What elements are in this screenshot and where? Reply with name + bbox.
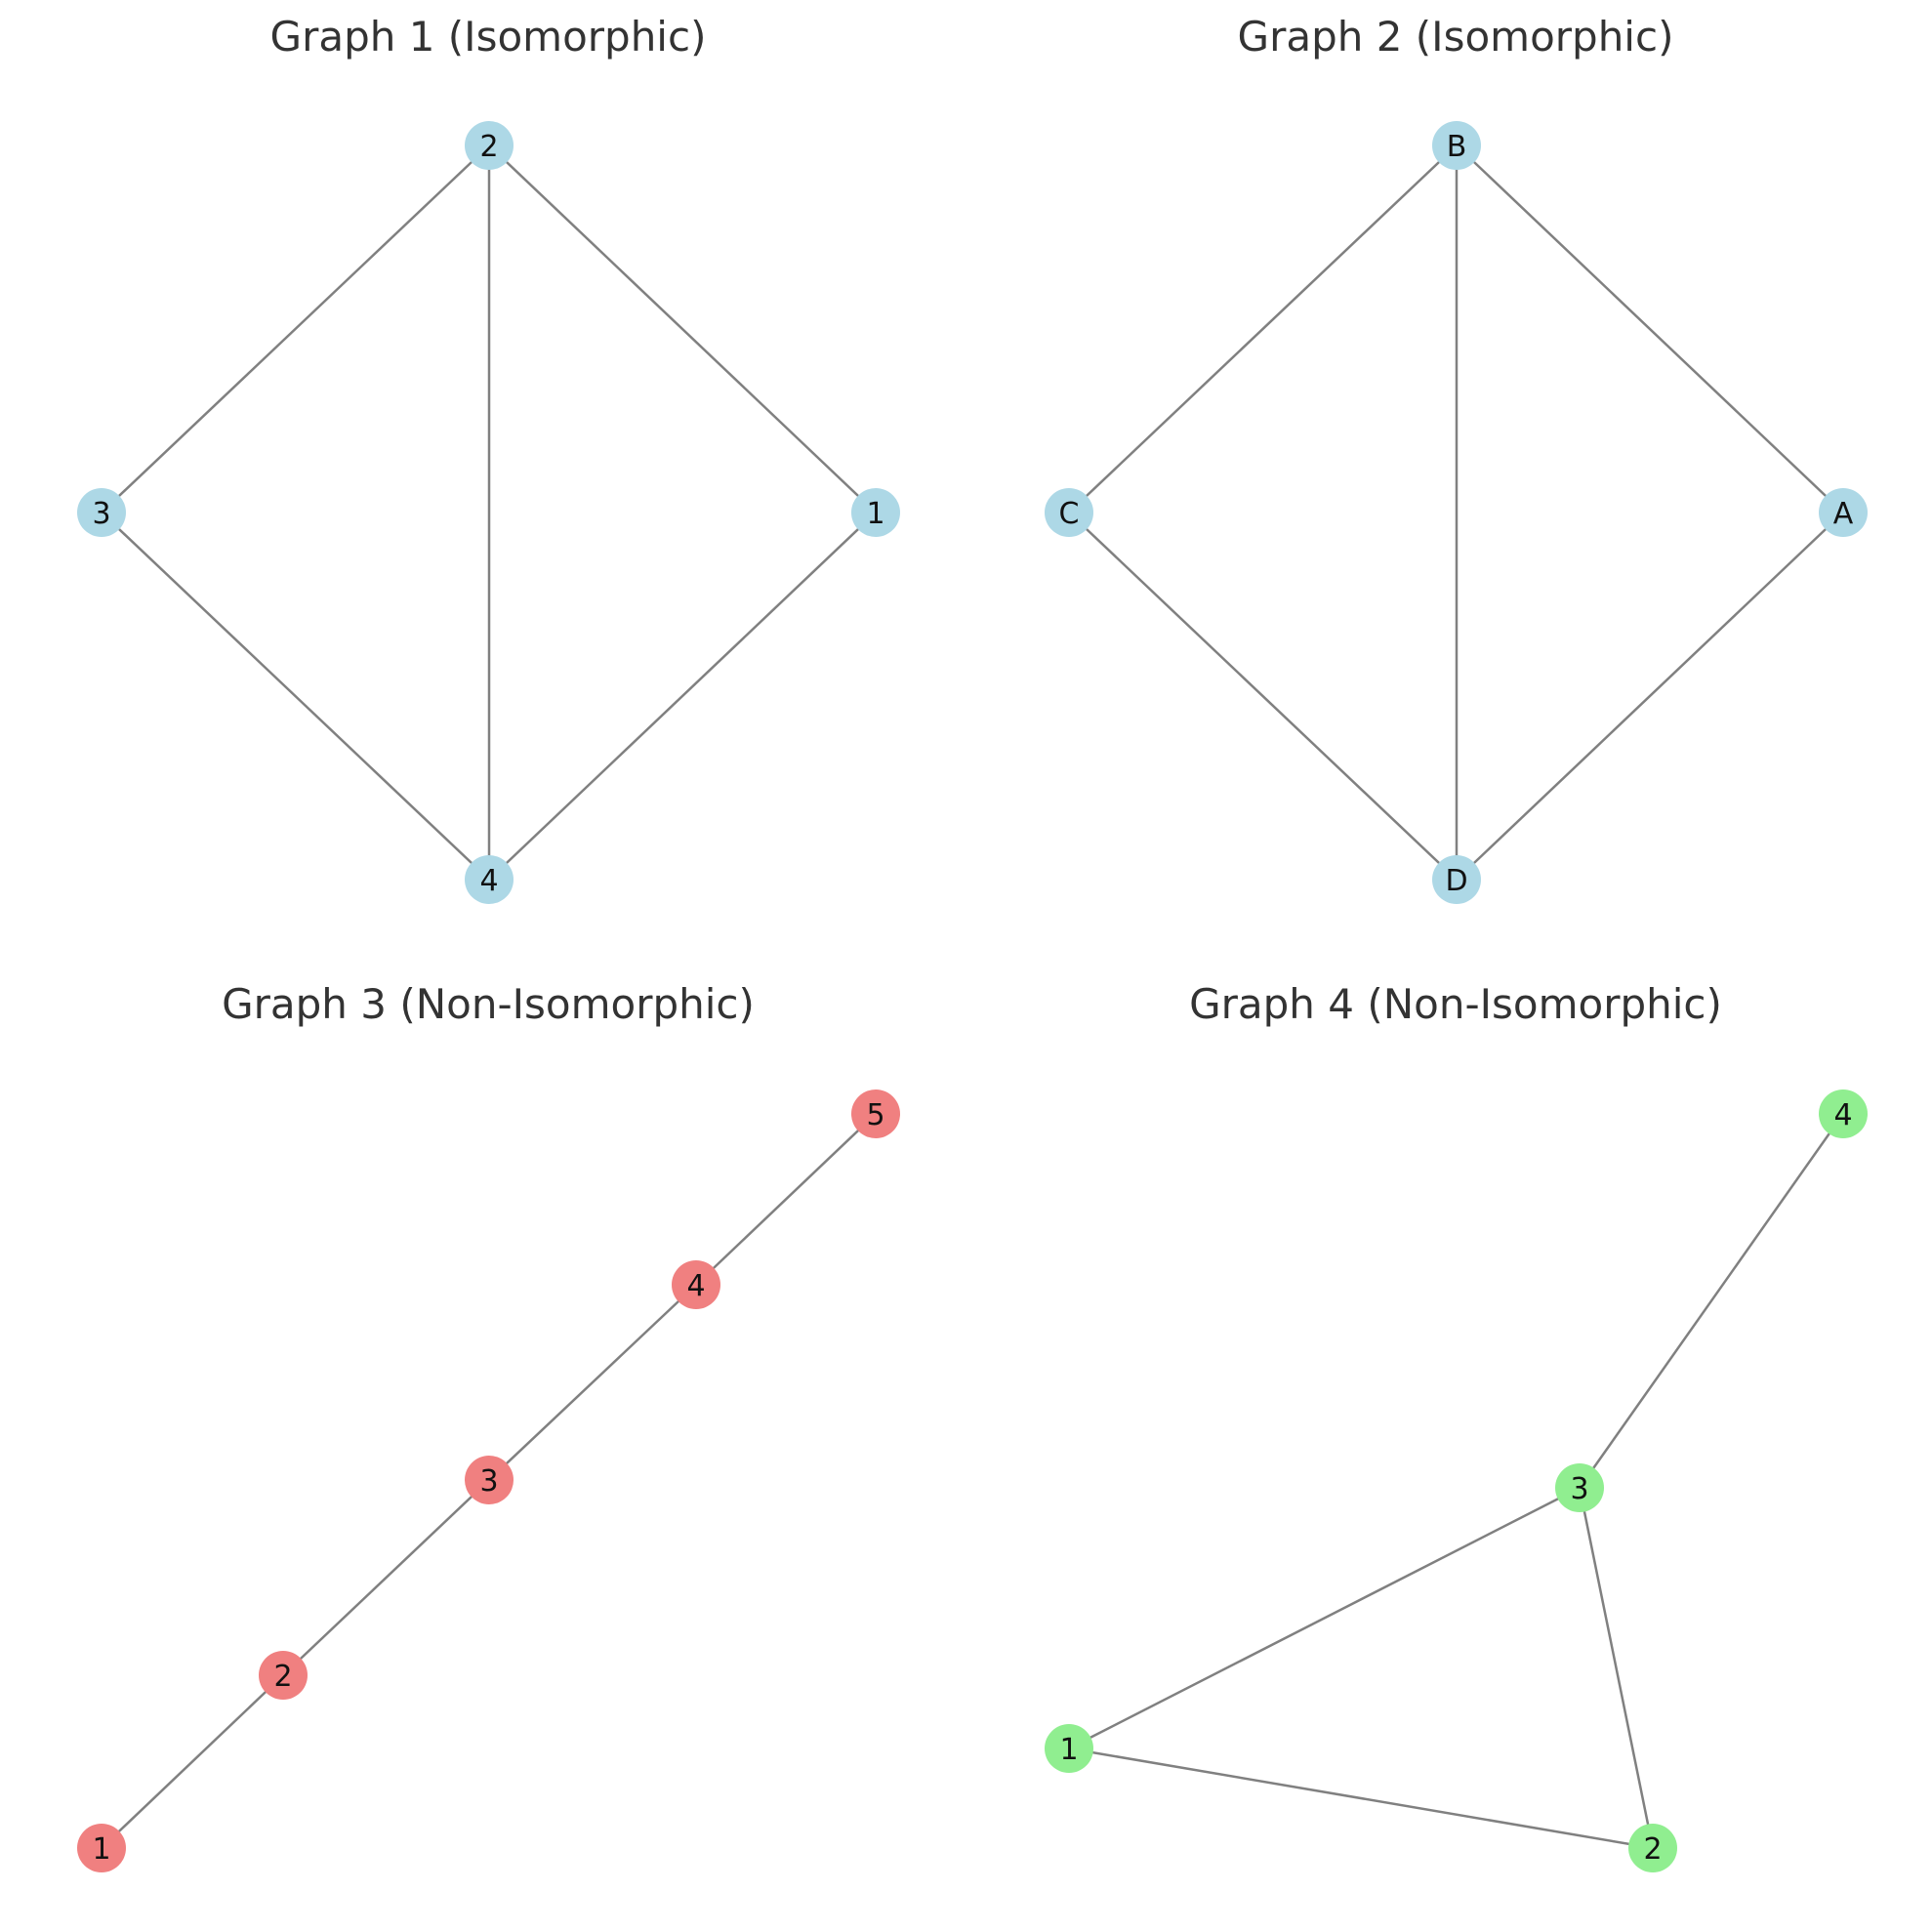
graph-3-edge-3-4 xyxy=(488,1284,697,1481)
graph-1-node-4 xyxy=(465,855,514,904)
graph-2-title: Graph 2 (Isomorphic) xyxy=(1238,13,1674,61)
graph-1: 1 2 3 4 xyxy=(77,121,900,904)
graph-1-node-3 xyxy=(77,488,126,537)
graph-3-node-1 xyxy=(77,1824,126,1872)
graph-1-edge-2-1 xyxy=(488,144,877,514)
graph-3-node-label-3: 3 xyxy=(479,1464,498,1499)
graph-4-node-label-4: 4 xyxy=(1833,1098,1852,1132)
graph-3-node-label-1: 1 xyxy=(92,1832,110,1867)
graph-3: 1 2 3 4 5 xyxy=(77,1089,900,1872)
graph-3-edge-2-3 xyxy=(282,1479,490,1676)
graph-4-node-2 xyxy=(1628,1824,1677,1872)
graph-1-node-label-2: 2 xyxy=(479,130,498,164)
graph-4-node-1 xyxy=(1045,1724,1093,1773)
graph-4-edge-1-3 xyxy=(1068,1486,1581,1750)
graph-2-node-label-B: B xyxy=(1447,130,1467,164)
graph-2-edge-B-A xyxy=(1456,144,1844,514)
graph-4-node-label-1: 1 xyxy=(1059,1733,1078,1767)
graph-3-node-label-2: 2 xyxy=(273,1660,292,1694)
graph-3-node-5 xyxy=(851,1089,900,1138)
graph-4-node-4 xyxy=(1819,1089,1868,1138)
graph-3-node-4 xyxy=(672,1260,720,1309)
graph-2-node-B xyxy=(1432,121,1481,170)
graph-4-title: Graph 4 (Non-Isomorphic) xyxy=(1189,980,1722,1028)
graph-2-node-C xyxy=(1045,488,1093,537)
graph-layer: 1 2 3 4 A B C D 1 2 3 4 5 1 2 3 4 xyxy=(77,121,1868,1872)
graph-2-node-label-D: D xyxy=(1445,864,1467,898)
graph-4-edge-1-2 xyxy=(1068,1747,1654,1850)
graph-4-edge-3-4 xyxy=(1578,1113,1845,1489)
graph-3-node-label-5: 5 xyxy=(866,1098,884,1132)
graph-2-edge-B-C xyxy=(1068,144,1458,514)
graph-1-node-label-1: 1 xyxy=(866,497,884,531)
graph-3-node-2 xyxy=(259,1651,308,1700)
graph-3-node-label-4: 4 xyxy=(686,1269,705,1303)
graph-2-node-label-A: A xyxy=(1833,497,1854,531)
graph-4-node-label-3: 3 xyxy=(1570,1472,1588,1506)
graph-3-edge-1-2 xyxy=(101,1674,284,1849)
graph-1-node-1 xyxy=(851,488,900,537)
graph-1-edge-3-4 xyxy=(101,512,490,881)
graph-1-node-label-4: 4 xyxy=(479,864,498,898)
graph-2: A B C D xyxy=(1045,121,1868,904)
graph-1-title: Graph 1 (Isomorphic) xyxy=(270,13,707,61)
graph-4-node-3 xyxy=(1555,1463,1604,1512)
graph-2-node-D xyxy=(1432,855,1481,904)
graph-1-edge-2-3 xyxy=(101,144,490,514)
graph-4: 1 2 3 4 xyxy=(1045,1089,1868,1872)
graph-3-edge-4-5 xyxy=(695,1113,877,1286)
graph-1-edge-1-4 xyxy=(488,512,877,881)
graph-3-title: Graph 3 (Non-Isomorphic) xyxy=(222,980,755,1028)
graph-2-edge-C-D xyxy=(1068,512,1458,881)
graph-2-node-label-C: C xyxy=(1059,497,1080,531)
graph-2-edge-A-D xyxy=(1456,512,1844,881)
graph-4-edge-2-3 xyxy=(1578,1487,1655,1849)
graph-1-node-label-3: 3 xyxy=(92,497,110,531)
graph-2-node-A xyxy=(1819,488,1868,537)
graph-1-node-2 xyxy=(465,121,514,170)
graph-3-node-3 xyxy=(465,1456,514,1504)
graph-4-node-label-2: 2 xyxy=(1643,1832,1662,1867)
